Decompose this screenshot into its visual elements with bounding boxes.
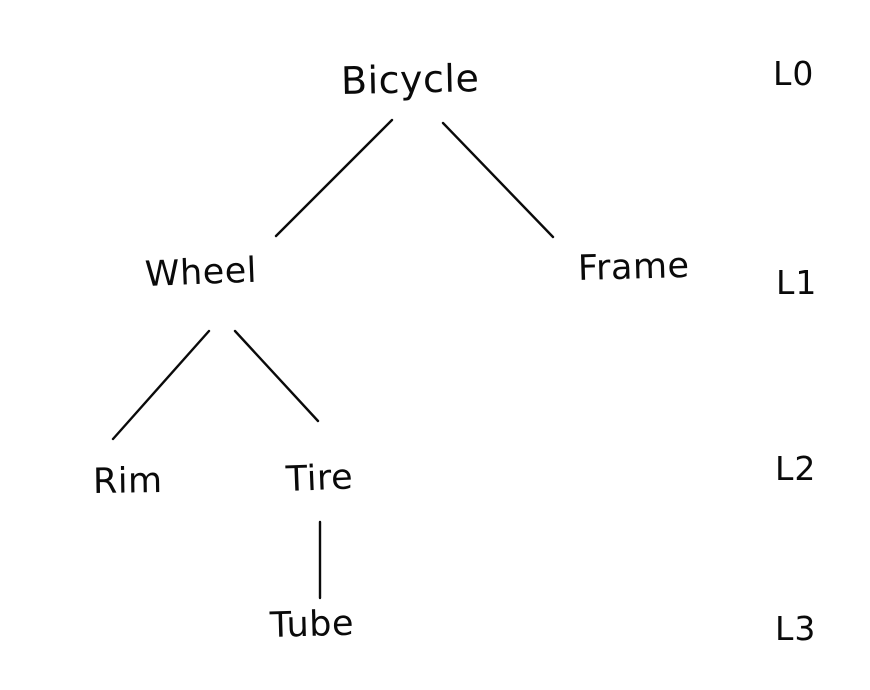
level-label-l0: L0: [773, 54, 815, 93]
level-label-l2: L2: [775, 449, 817, 488]
node-wheel[interactable]: Wheel: [144, 250, 258, 295]
node-rim[interactable]: Rim: [92, 461, 163, 502]
level-label-l3: L3: [775, 609, 817, 648]
edge-bicycle-wheel: [274, 118, 394, 238]
node-tire[interactable]: Tire: [285, 457, 354, 500]
edge-wheel-rim: [111, 329, 211, 441]
node-tube[interactable]: Tube: [269, 603, 355, 646]
edge-bicycle-frame: [441, 121, 555, 239]
level-label-l1: L1: [776, 263, 818, 302]
edge-wheel-tire: [233, 329, 320, 423]
node-frame[interactable]: Frame: [577, 245, 691, 289]
node-bicycle[interactable]: Bicycle: [340, 56, 480, 103]
